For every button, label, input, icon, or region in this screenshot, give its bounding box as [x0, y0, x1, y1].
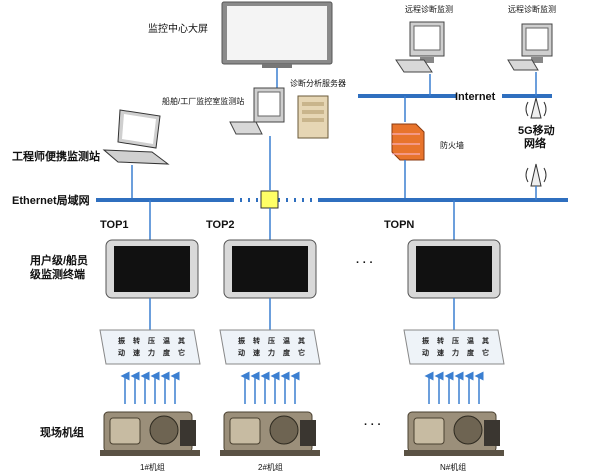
terminal-topn: [407, 239, 501, 299]
sensor-type-label: 速: [437, 348, 444, 357]
laptop-icon: [102, 109, 170, 165]
terminal-label-2: 级监测终端: [29, 267, 85, 281]
unit-ellipsis: · · ·: [364, 419, 381, 431]
remote-monitor-label-2: 远程诊断监测: [508, 4, 556, 14]
terminal-top2: [223, 239, 317, 299]
sensor-type-label: 温: [283, 336, 290, 345]
server-label: 诊断分析服务器: [290, 78, 346, 88]
sensor-type-label: 动: [422, 348, 429, 357]
sensor-type-label: 压: [268, 336, 275, 345]
top2-label: TOP2: [206, 219, 235, 231]
sensor-type-label: 速: [133, 348, 140, 357]
sensor-type-label: 转: [133, 336, 140, 345]
sensor-type-label: 度: [467, 348, 475, 357]
network-hub: [260, 190, 279, 209]
sensor-type-label: 度: [283, 348, 291, 357]
machine-unit-icon: [404, 411, 504, 456]
sensor-type-label: 振: [238, 336, 245, 345]
sensor-panel: 振转压温其动速力度它: [99, 329, 201, 365]
unit-group-label: 现场机组: [40, 425, 84, 439]
machine-unit-icon: [100, 411, 200, 456]
sensor-type-label: 其: [178, 336, 185, 345]
sensor-type-label: 温: [467, 336, 474, 345]
sensor-type-label: 速: [253, 348, 260, 357]
field-units: [100, 411, 504, 456]
topn-label: TOPN: [384, 219, 414, 231]
engineer-station-label: 工程师便携监测站: [12, 149, 100, 163]
station-pc: [229, 87, 285, 135]
firewall-icon: [391, 123, 425, 161]
sensor-type-label: 其: [482, 336, 489, 345]
sensor-panels: 振转压温其动速力度它振转压温其动速力度它振转压温其动速力度它: [99, 329, 505, 365]
mobile-network-label-2: 网络: [524, 136, 546, 150]
unit2-label: 2#机组: [258, 462, 283, 472]
sensor-type-label: 其: [298, 336, 305, 345]
antenna-icon-lower: [525, 163, 547, 187]
sensor-panel: 振转压温其动速力度它: [219, 329, 321, 365]
unitn-label: N#机组: [440, 462, 466, 472]
sensor-type-label: 它: [178, 348, 185, 357]
station-label: 船舶/工厂监控室监测站: [162, 96, 244, 106]
remote-monitor-label-1: 远程诊断监测: [405, 4, 453, 14]
ethernet-label: Ethernet局域网: [12, 193, 90, 207]
sensor-type-label: 它: [298, 348, 305, 357]
mobile-network-label-1: 5G移动: [518, 123, 555, 137]
antenna-icon: [525, 97, 547, 119]
sensor-type-label: 动: [238, 348, 245, 357]
sensor-panel: 振转压温其动速力度它: [403, 329, 505, 365]
sensor-type-label: 压: [148, 336, 155, 345]
machine-unit-icon: [220, 411, 320, 456]
remote-pc-2: [507, 23, 553, 71]
terminal-label-1: 用户级/船员: [30, 253, 88, 267]
sensor-type-label: 它: [482, 348, 489, 357]
sensor-type-label: 压: [452, 336, 459, 345]
server-icon: [297, 95, 329, 139]
sensor-type-label: 力: [452, 348, 459, 357]
sensor-type-label: 动: [118, 348, 125, 357]
sensor-type-label: 转: [437, 336, 444, 345]
big-screen-label: 监控中心大屏: [148, 22, 208, 35]
signal-arrows: [120, 371, 484, 404]
big-screen-display: [221, 1, 333, 68]
sensor-type-label: 度: [163, 348, 171, 357]
sensor-type-label: 振: [118, 336, 125, 345]
unit1-label: 1#机组: [140, 462, 165, 472]
remote-pc-1: [395, 21, 445, 73]
sensor-type-label: 力: [268, 348, 275, 357]
sensor-type-label: 温: [163, 336, 170, 345]
terminal-ellipsis: · · ·: [356, 257, 373, 269]
internet-label: Internet: [455, 91, 496, 103]
sensor-type-label: 力: [148, 348, 155, 357]
sensor-type-label: 振: [422, 336, 429, 345]
sensor-type-label: 转: [253, 336, 260, 345]
top1-label: TOP1: [100, 219, 129, 231]
terminal-top1: [105, 239, 199, 299]
firewall-label: 防火墙: [440, 140, 464, 150]
